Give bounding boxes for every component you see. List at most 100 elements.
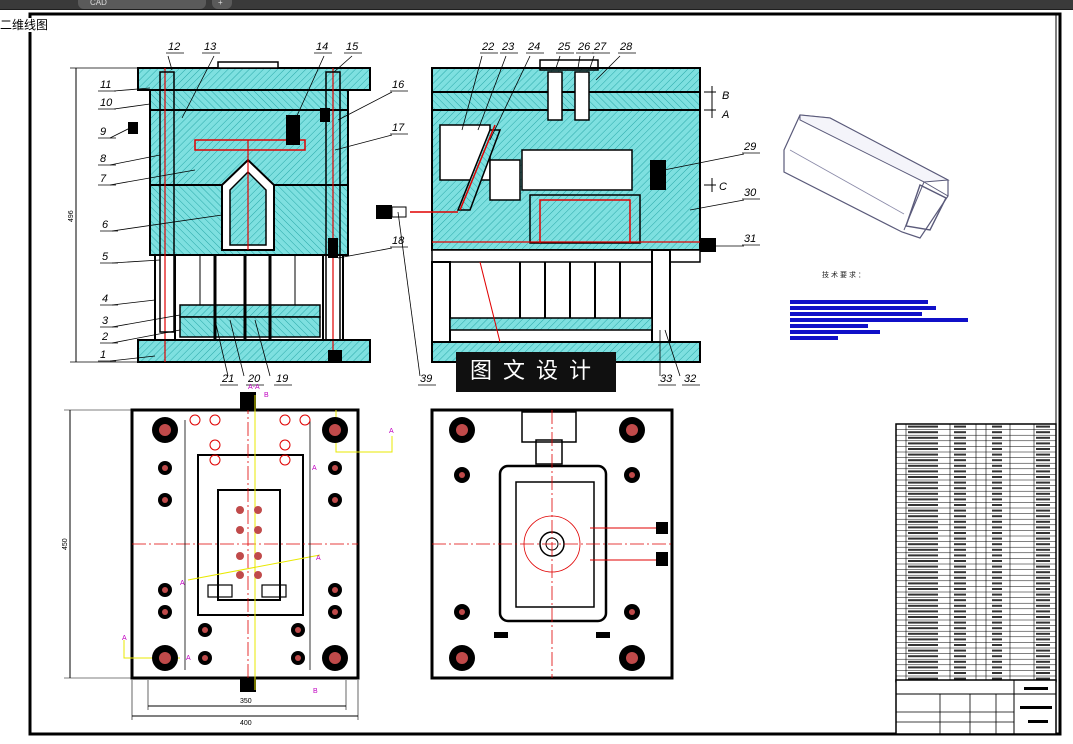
bom-cell-note — [1036, 588, 1050, 590]
guide-bore-core — [456, 424, 468, 436]
bom-cell-note — [1036, 571, 1050, 574]
plan-left-holes — [152, 414, 348, 671]
bom-cell-note — [1036, 632, 1050, 635]
bom-cell-material — [992, 582, 1002, 585]
bom-cell-material — [992, 431, 1002, 434]
bom-cell-name — [954, 509, 966, 512]
leader-3 — [111, 314, 181, 328]
bom-cell-material — [992, 560, 1002, 562]
bom-cell-code — [908, 677, 938, 680]
pin-hole — [209, 414, 221, 426]
part-number-19: 19 — [276, 373, 288, 385]
bom-cell-code — [908, 526, 938, 529]
slot — [494, 632, 508, 638]
bom-cell-material — [992, 576, 1002, 579]
bom-cell-name — [954, 576, 966, 579]
leader-18 — [337, 247, 393, 259]
part-number-6: 6 — [102, 219, 109, 231]
bom-cell-name — [954, 476, 966, 478]
leader-29 — [663, 153, 745, 171]
bom-cell-name — [954, 649, 966, 652]
bom-cell-code — [908, 565, 938, 568]
bom-cell-code — [908, 582, 938, 585]
bom-cell-code — [908, 509, 938, 512]
slide-pocket — [261, 584, 287, 598]
pin-hole — [279, 439, 291, 451]
leader-7 — [109, 169, 196, 186]
new-tab-button[interactable]: + — [212, 0, 232, 9]
ejector-hole — [236, 506, 244, 514]
bom-cell-name — [954, 660, 966, 663]
part-number-33: 33 — [660, 373, 673, 385]
bom-cell-name — [954, 616, 966, 618]
bom-cell-material — [992, 548, 1002, 551]
bom-cell-name — [954, 548, 966, 551]
pin-hole — [299, 414, 311, 426]
bom-cell-material — [992, 492, 1002, 495]
bom-cell-code — [908, 610, 938, 613]
bom-cell-name — [954, 582, 966, 585]
screw-hole-core — [295, 655, 301, 661]
bom-cell-code — [908, 588, 938, 590]
bom-cell-material — [992, 442, 1002, 445]
bom-cell-code — [908, 436, 938, 439]
screw-hole-core — [332, 609, 338, 615]
part-number-24: 24 — [527, 41, 540, 53]
bom-cell-name — [954, 599, 966, 602]
bom-cell-note — [1036, 593, 1050, 596]
part-number-17: 17 — [392, 122, 405, 134]
bom-cell-material — [992, 476, 1002, 478]
bom-cell-name — [954, 492, 966, 495]
bom-cell-code — [908, 515, 938, 518]
leader-23 — [477, 55, 507, 131]
ejector-hole — [236, 552, 244, 560]
part-number-13: 13 — [204, 41, 217, 53]
dimension-plan_width_outer: 400 — [240, 720, 252, 727]
bom-cell-note — [1036, 649, 1050, 652]
part-number-21: 21 — [221, 373, 234, 385]
bom-cell-material — [992, 436, 1002, 439]
part-number-18: 18 — [392, 235, 405, 247]
guide-bore-core — [159, 652, 171, 664]
leader-30 — [689, 199, 745, 211]
bom-cell-note — [1036, 504, 1050, 506]
part-number-4: 4 — [102, 293, 108, 305]
section-letter-c: C — [719, 181, 727, 193]
part-number-26: 26 — [577, 41, 591, 53]
bom-cell-code — [908, 632, 938, 635]
bill-of-materials — [895, 423, 1057, 683]
bom-cell-material — [992, 666, 1002, 669]
bom-cell-note — [1036, 470, 1050, 473]
ejector-hole — [236, 571, 244, 579]
bom-cell-name — [954, 677, 966, 680]
bom-cell-material — [992, 487, 1002, 490]
screw-hole-core — [162, 587, 168, 593]
bom-cell-code — [908, 492, 938, 495]
bom-cell-code — [908, 532, 938, 534]
screw-hole-core — [162, 497, 168, 503]
bom-cell-note — [1036, 448, 1050, 450]
leader-2 — [111, 329, 181, 344]
leader-28 — [595, 55, 621, 81]
tab-cad[interactable]: CAD — [78, 0, 206, 9]
leader-1 — [109, 355, 156, 362]
bom-cell-code — [908, 464, 938, 467]
watermark-banner: 图文设计 — [456, 352, 616, 392]
view-style-label[interactable]: 二维线图 — [0, 18, 51, 32]
bom-cell-material — [992, 632, 1002, 635]
bom-cell-note — [1036, 487, 1050, 490]
bom-cell-note — [1036, 425, 1050, 428]
leader-16 — [337, 91, 393, 121]
bom-cell-code — [908, 453, 938, 456]
bom-cell-note — [1036, 498, 1050, 501]
bom-cell-material — [992, 459, 1002, 462]
mold-drawing: 1234567891011121314151617181920212223242… — [28, 12, 1062, 736]
cut-mark-a-2: A — [316, 555, 321, 562]
bom-cell-note — [1036, 464, 1050, 467]
screw-hole-core — [332, 465, 338, 471]
bom-cell-note — [1036, 660, 1050, 663]
bom-cell-name — [954, 672, 966, 674]
pin-hole — [209, 454, 221, 466]
